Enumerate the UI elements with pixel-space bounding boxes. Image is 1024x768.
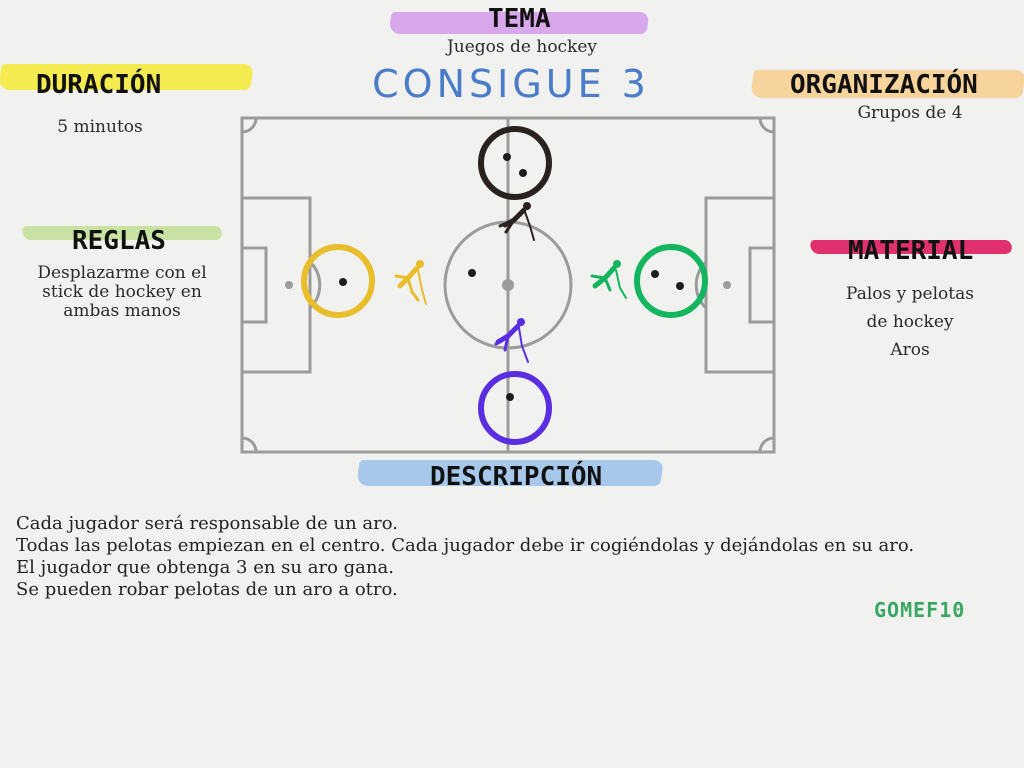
ball (676, 282, 684, 290)
organizacion-heading: ORGANIZACIÓN (790, 70, 978, 100)
player-black-icon (498, 202, 535, 241)
right-penalty-spot (723, 281, 731, 289)
hoop-green (634, 244, 708, 318)
player-green-icon (590, 260, 627, 299)
hoop-yellow (301, 244, 375, 318)
right-goal-area (748, 246, 776, 324)
corner-arc (758, 436, 775, 453)
reglas-line: stick de hockey en (42, 282, 202, 302)
hoop-purple (478, 371, 552, 445)
hoop-black (478, 126, 552, 200)
activity-title: CONSIGUE 3 (372, 62, 650, 106)
ball (651, 270, 659, 278)
ball (339, 278, 347, 286)
organizacion-value: Grupos de 4 (857, 103, 963, 123)
material-line: Aros (890, 340, 930, 360)
reglas-text: Desplazarme con el stick de hockey en am… (22, 264, 222, 321)
tema-heading: TEMA (488, 4, 551, 34)
left-penalty-area (240, 196, 312, 374)
ball (519, 169, 527, 177)
player-purple-icon (494, 318, 529, 363)
reglas-line: ambas manos (63, 301, 181, 321)
ball (468, 269, 476, 277)
right-penalty-area (704, 196, 776, 374)
duracion-value: 5 minutos (57, 117, 143, 137)
player-yellow-icon (394, 260, 427, 305)
left-penalty-spot (285, 281, 293, 289)
reglas-heading: REGLAS (72, 226, 166, 256)
balls (339, 153, 684, 401)
tema-value: Juegos de hockey (446, 37, 598, 57)
duracion-heading: DURACIÓN (36, 70, 162, 100)
descripcion-line: Se pueden robar pelotas de un aro a otro… (16, 579, 398, 600)
descripcion-line: Cada jugador será responsable de un aro. (16, 513, 398, 534)
descripcion-line: El jugador que obtenga 3 en su aro gana. (16, 557, 394, 578)
material-text: Palos y pelotas de hockey Aros (820, 280, 1000, 364)
corner-arc (758, 117, 775, 134)
descripcion-heading: DESCRIPCIÓN (430, 462, 603, 492)
corner-arc (241, 117, 258, 134)
material-heading: MATERIAL (848, 236, 974, 266)
corner-arc (241, 436, 258, 453)
ball (503, 153, 511, 161)
author-signature: GOMEF10 (874, 598, 966, 622)
ball (506, 393, 514, 401)
material-line: Palos y pelotas (846, 284, 974, 304)
material-line: de hockey (866, 312, 954, 332)
descripcion-text: Cada jugador será responsable de un aro.… (16, 513, 1016, 601)
center-spot (502, 279, 514, 291)
reglas-line: Desplazarme con el (37, 263, 207, 283)
descripcion-line: Todas las pelotas empiezan en el centro.… (16, 535, 915, 556)
left-goal-area (240, 246, 268, 324)
